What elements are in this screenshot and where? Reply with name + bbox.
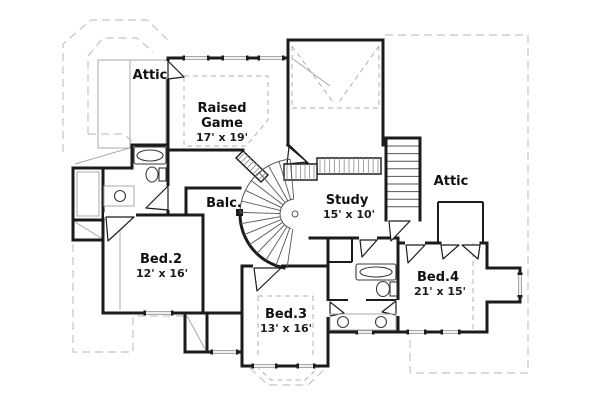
closet-shelf-outline bbox=[76, 171, 100, 217]
double-vanity bbox=[329, 313, 397, 331]
vault-ceiling-diagonal-right bbox=[338, 45, 380, 103]
bed2-door bbox=[105, 216, 135, 242]
room-label-bed3: Bed.3 bbox=[265, 307, 307, 322]
closet-diagonal bbox=[74, 221, 102, 239]
room-dims-bed3: 13' x 16' bbox=[260, 322, 312, 335]
toilet-left bbox=[145, 166, 167, 183]
room-label-attic-right: Attic bbox=[434, 174, 469, 189]
labels-layer: Attic Raised Game 17' x 19' Balc. Study … bbox=[133, 68, 469, 335]
room-label-bed4: Bed.4 bbox=[417, 270, 459, 285]
bed3-door bbox=[253, 267, 282, 292]
roof-valley-line-2 bbox=[292, 58, 331, 87]
wall-bed4-east-bay bbox=[485, 241, 522, 334]
turret-roof-outer bbox=[62, 19, 171, 152]
bed4-closet-door-left bbox=[440, 244, 460, 260]
bed4-door bbox=[405, 244, 426, 264]
bay-window-roof-inner bbox=[255, 365, 321, 381]
wall-alcove-outline bbox=[183, 311, 244, 354]
fixtures-layer bbox=[103, 146, 398, 331]
bath-bed4-door bbox=[381, 300, 397, 316]
doors-layer bbox=[105, 60, 481, 317]
vault-ceiling-diagonal-left bbox=[291, 45, 334, 103]
room-label-attic-left: Attic bbox=[133, 68, 168, 83]
vault-ceiling-sides bbox=[291, 46, 380, 108]
room-label-study: Study bbox=[326, 193, 369, 208]
attic-left-door bbox=[167, 60, 185, 80]
wall-balcony bbox=[184, 186, 242, 217]
room-dims-raised-game: 17' x 19' bbox=[196, 131, 248, 144]
windows-layer bbox=[143, 55, 523, 369]
room-label-balcony: Balc. bbox=[206, 196, 242, 211]
roof-outline-layer bbox=[62, 19, 529, 386]
wall-bath2-closet bbox=[328, 238, 353, 263]
wall-bed4-closet bbox=[437, 201, 484, 243]
bay-window-roof bbox=[249, 367, 327, 386]
roof-valley-line bbox=[74, 146, 134, 165]
linen-closet-diagonal bbox=[186, 315, 206, 350]
room-label-game: Game bbox=[201, 116, 243, 131]
bathtub-left bbox=[133, 146, 167, 165]
bath-left-door bbox=[145, 185, 169, 211]
spiral-staircase bbox=[238, 158, 299, 270]
tub-room-door bbox=[359, 239, 378, 258]
bathtub-right bbox=[355, 263, 397, 281]
wall-bath2-west-upper bbox=[308, 236, 330, 268]
bed4-closet-door-right bbox=[461, 244, 481, 260]
right-roof-outline bbox=[385, 34, 529, 374]
room-label-raised: Raised bbox=[197, 101, 246, 116]
stair-hall-door bbox=[388, 220, 411, 242]
room-dims-bed2: 12' x 16' bbox=[136, 267, 188, 280]
turret-roof-inner bbox=[87, 37, 154, 134]
sink-left bbox=[103, 185, 135, 207]
room-dims-study: 15' x 10' bbox=[323, 208, 375, 221]
straight-staircase bbox=[387, 145, 419, 208]
ceiling-dash-layer bbox=[183, 45, 474, 356]
railing-post bbox=[236, 209, 243, 216]
raised-game-ceiling-outline bbox=[183, 75, 269, 147]
balcony-door bbox=[286, 146, 308, 165]
room-label-bed2: Bed.2 bbox=[140, 252, 182, 267]
bottom-left-roof-outline bbox=[72, 244, 187, 353]
railing-layer bbox=[234, 150, 382, 183]
bed3-tray-ceiling bbox=[257, 295, 314, 356]
wall-stairwell bbox=[384, 136, 422, 222]
room-dims-bed4: 21' x 15' bbox=[414, 285, 466, 298]
wall-vault-outline bbox=[286, 38, 385, 147]
toilet-right bbox=[375, 280, 398, 298]
